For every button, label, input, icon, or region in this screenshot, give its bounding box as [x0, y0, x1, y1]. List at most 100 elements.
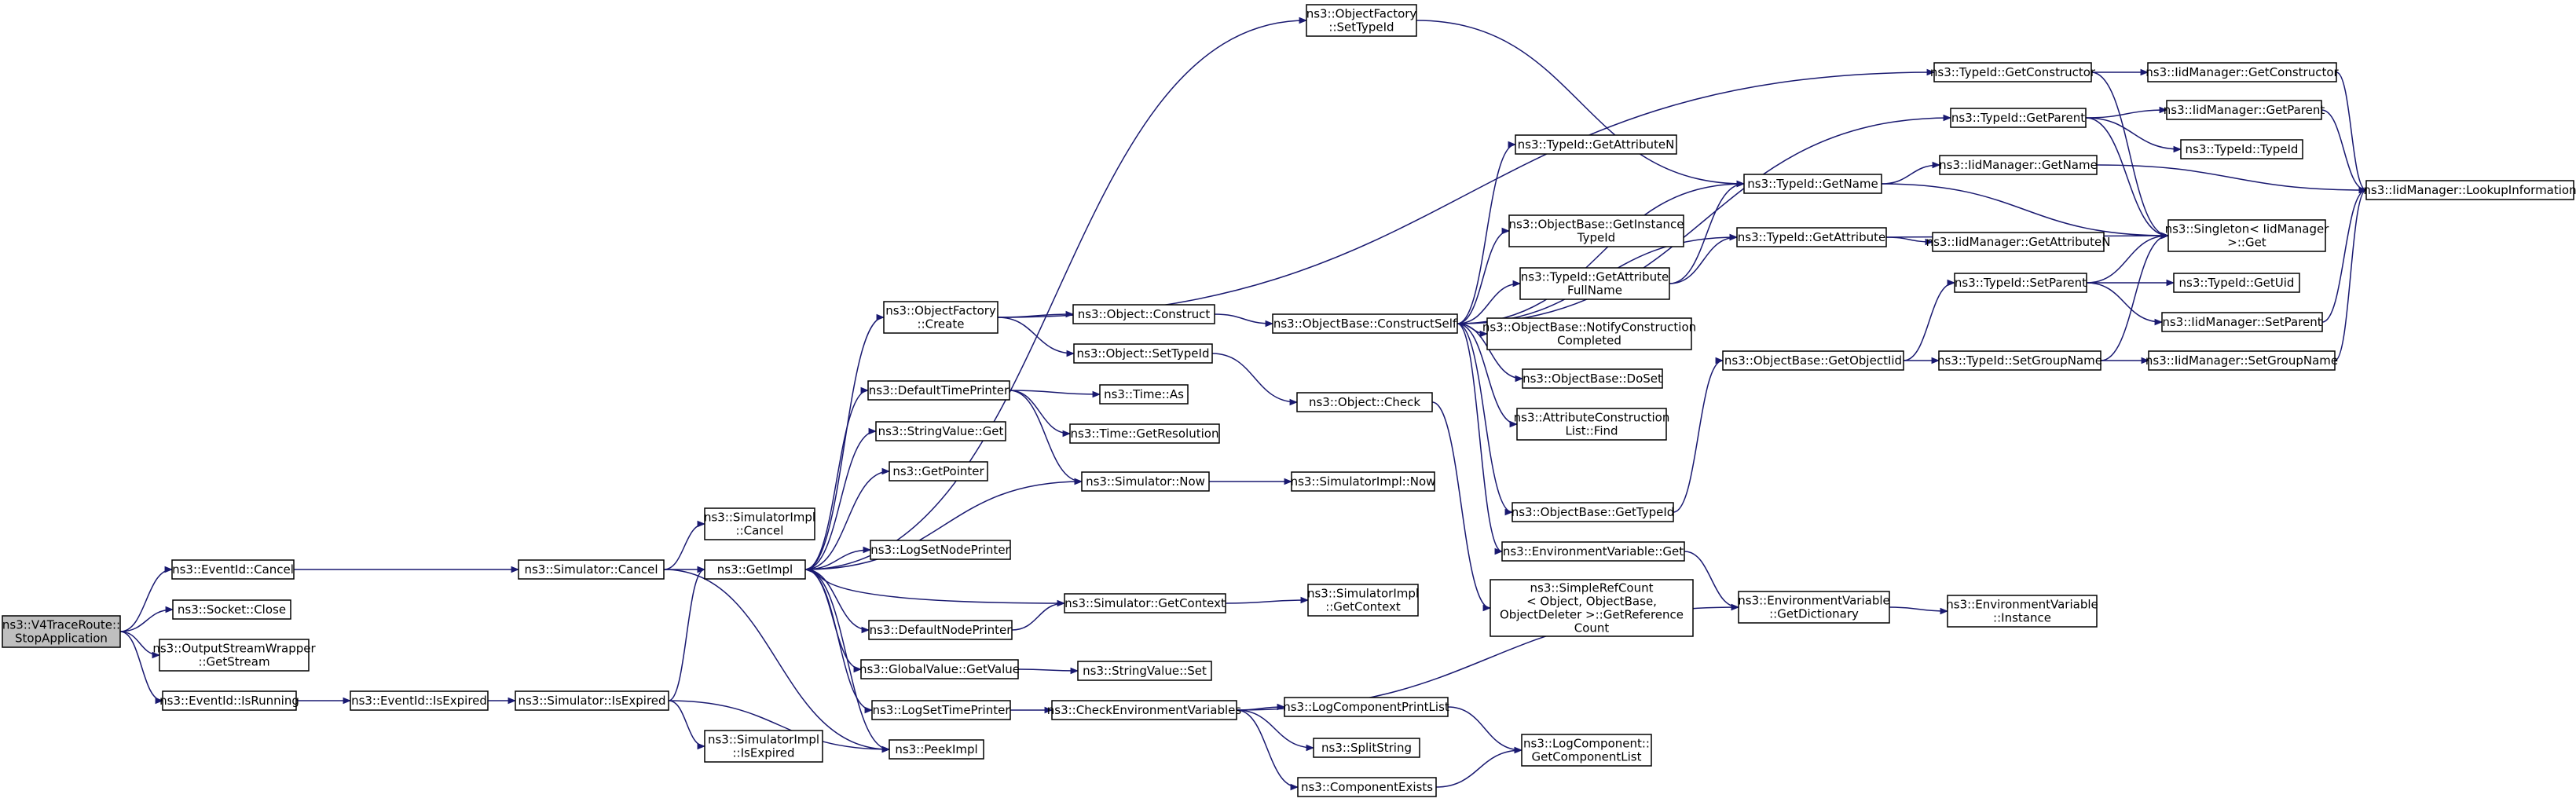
node-label: ns3::DefaultNodePrinter [870, 623, 1013, 637]
node-box [2180, 139, 2303, 159]
node-checkenvvars[interactable]: ns3::CheckEnvironmentVariables [1047, 700, 1242, 720]
node-iidm-setparent[interactable]: ns3::IidManager::SetParent [2161, 312, 2323, 332]
node-typeid-typeid[interactable]: ns3::TypeId::TypeId [2180, 139, 2303, 159]
edge-obj-check-to-simplerefcount [1431, 401, 1492, 612]
node-singleton-get[interactable]: ns3::Singleton< IidManager>::Get [2165, 219, 2330, 252]
node-logsetnodeprinter[interactable]: ns3::LogSetNodePrinter [870, 540, 1011, 560]
node-typeid-getname[interactable]: ns3::TypeId::GetName [1743, 174, 1882, 194]
node-label: ns3::SplitString [1321, 741, 1412, 755]
node-sim-getcontext[interactable]: ns3::Simulator::GetContext [1064, 593, 1226, 613]
node-splitstring[interactable]: ns3::SplitString [1313, 738, 1420, 758]
node-label: ns3::GetPointer [892, 464, 984, 478]
node-obj-construct[interactable]: ns3::Object::Construct [1072, 304, 1215, 324]
node-simimpl-now[interactable]: ns3::SimulatorImpl::Now [1291, 471, 1436, 492]
node-label: ns3::SimulatorImpl::Now [1291, 474, 1436, 489]
node-simplerefcount[interactable]: ns3::SimpleRefCount< Object, ObjectBase,… [1490, 579, 1694, 637]
node-ob-notifyconstructioncompleted[interactable]: ns3::ObjectBase::NotifyConstructionCompl… [1482, 317, 1696, 350]
node-box [1938, 350, 2101, 371]
node-typeid-setparent[interactable]: ns3::TypeId::SetParent [1954, 273, 2087, 293]
nodes-layer: ns3::V4TraceRoute::StopApplicationns3::E… [2, 4, 2576, 797]
node-label: StopApplication [15, 632, 108, 646]
node-ob-doset[interactable]: ns3::ObjectBase::DoSet [1522, 368, 1663, 389]
node-envvar-instance[interactable]: ns3::EnvironmentVariable::Instance [1946, 595, 2098, 628]
node-time-getresolution[interactable]: ns3::Time::GetResolution [1069, 423, 1220, 444]
edge-defaulttimeprinter-to-time-getresolution [1009, 390, 1072, 438]
edge-getimpl-to-logsettimeprinter [804, 569, 874, 714]
node-label: ns3::Simulator::Cancel [524, 562, 658, 577]
node-label: ns3::ObjectBase::NotifyConstruction [1482, 320, 1696, 335]
node-box [1736, 227, 1887, 247]
node-stringvalue-set[interactable]: ns3::StringValue::Set [1077, 661, 1212, 681]
node-iidm-getconstructor[interactable]: ns3::IidManager::GetConstructor [2145, 62, 2340, 82]
node-logcomponentprintlist[interactable]: ns3::LogComponentPrintList [1283, 697, 1449, 717]
node-typeid-getattribute[interactable]: ns3::TypeId::GetAttribute [1736, 227, 1887, 247]
edges-layer [119, 16, 2368, 791]
node-iidm-getname[interactable]: ns3::IidManager::GetName [1939, 155, 2098, 175]
node-box [1501, 541, 1685, 562]
node-eventid-isrunning[interactable]: ns3::EventId::IsRunning [159, 690, 299, 711]
node-ob-constructself[interactable]: ns3::ObjectBase::ConstructSelf [1272, 313, 1458, 334]
node-label: ::SetTypeId [1328, 20, 1394, 35]
node-stringvalue-get[interactable]: ns3::StringValue::Get [875, 421, 1006, 441]
node-iidm-lookupinformation[interactable]: ns3::IidManager::LookupInformation [2363, 180, 2576, 200]
node-typeid-getattributen[interactable]: ns3::TypeId::GetAttributeN [1515, 134, 1677, 155]
edge-sim-getcontext-to-getimpl [804, 566, 1065, 604]
node-logsettimeprinter[interactable]: ns3::LogSetTimePrinter [871, 700, 1011, 720]
node-iidm-setgroupname[interactable]: ns3::IidManager::SetGroupName [2145, 350, 2338, 371]
node-envvar-get[interactable]: ns3::EnvironmentVariable::Get [1501, 541, 1685, 562]
node-label: < Object, ObjectBase, [1526, 595, 1657, 609]
node-label: ns3::EnvironmentVariable [1946, 598, 2098, 612]
node-typeid-getuid[interactable]: ns3::TypeId::GetUid [2173, 273, 2300, 293]
node-socket-close[interactable]: ns3::Socket::Close [172, 599, 291, 620]
node-defaulttimeprinter[interactable]: ns3::DefaultTimePrinter [867, 380, 1010, 401]
node-eventid-cancel[interactable]: ns3::EventId::Cancel [171, 559, 295, 580]
node-typeid-setgroupname[interactable]: ns3::TypeId::SetGroupName [1937, 350, 2102, 371]
node-sim-now[interactable]: ns3::Simulator::Now [1081, 471, 1210, 492]
node-box [1738, 591, 1890, 624]
edge-root-to-eventid-cancel [119, 566, 174, 632]
node-componentexists[interactable]: ns3::ComponentExists [1297, 777, 1437, 797]
node-lc-getcomponentlist[interactable]: ns3::LogComponent::GetComponentList [1521, 734, 1652, 767]
node-of-settypeid[interactable]: ns3::ObjectFactory::SetTypeId [1306, 4, 1417, 37]
node-box [2365, 180, 2574, 200]
edge-checkenvvars-to-splitstring [1236, 709, 1315, 752]
node-eventid-isexpired[interactable]: ns3::EventId::IsExpired [350, 690, 489, 711]
node-box [704, 507, 815, 540]
edge-typeid-setparent-to-singleton-get [2086, 232, 2170, 284]
node-getimpl[interactable]: ns3::GetImpl [704, 559, 806, 580]
node-label: ns3::IidManager::SetParent [2162, 315, 2321, 329]
node-of-create[interactable]: ns3::ObjectFactory::Create [883, 301, 999, 334]
node-sim-cancel[interactable]: ns3::Simulator::Cancel [518, 559, 665, 580]
node-gv-getvalue[interactable]: ns3::GlobalValue::GetValue [859, 659, 1020, 679]
node-ob-gettypeid[interactable]: ns3::ObjectBase::GetTypeId [1512, 502, 1675, 522]
node-ob-getobjectiid[interactable]: ns3::ObjectBase::GetObjectIid [1722, 350, 1904, 371]
node-obj-settypeid[interactable]: ns3::Object::SetTypeId [1073, 343, 1213, 364]
node-iidm-getparent[interactable]: ns3::IidManager::GetParent [2164, 100, 2325, 120]
node-label: ns3::ObjectFactory [1306, 7, 1417, 21]
node-defaultnodeprinter[interactable]: ns3::DefaultNodePrinter [868, 620, 1013, 640]
node-simimpl-isexpired[interactable]: ns3::SimulatorImpl::IsExpired [704, 730, 823, 763]
node-label: ns3::Simulator::GetContext [1064, 596, 1226, 610]
node-sim-isexpired[interactable]: ns3::Simulator::IsExpired [515, 690, 669, 711]
node-box [1297, 777, 1437, 797]
node-envvar-getdictionary[interactable]: ns3::EnvironmentVariable::GetDictionary [1738, 591, 1890, 624]
node-typeid-getparent[interactable]: ns3::TypeId::GetParent [1950, 108, 2087, 128]
edge-getimpl-to-getpointer [804, 467, 891, 570]
node-label: ns3::EventId::IsRunning [159, 694, 299, 708]
edge-ob-constructself-to-typeid-getattributefullname [1457, 280, 1522, 324]
node-simimpl-cancel[interactable]: ns3::SimulatorImpl::Cancel [704, 507, 815, 540]
node-label: ns3::IidManager::LookupInformation [2363, 183, 2576, 197]
node-simimpl-getcontext[interactable]: ns3::SimulatorImpl::GetContext [1307, 584, 1419, 617]
node-root[interactable]: ns3::V4TraceRoute::StopApplication [2, 615, 121, 648]
node-label: ns3::TypeId::SetParent [1955, 276, 2087, 290]
node-obj-check[interactable]: ns3::Object::Check [1296, 392, 1433, 412]
node-getpointer[interactable]: ns3::GetPointer [889, 461, 988, 482]
node-time-as[interactable]: ns3::Time::As [1099, 384, 1189, 405]
node-osw-getstream[interactable]: ns3::OutputStreamWrapper::GetStream [152, 639, 316, 672]
node-iidm-getattributen[interactable]: ns3::IidManager::GetAttributeN [1926, 232, 2111, 252]
node-typeid-getconstructor[interactable]: ns3::TypeId::GetConstructor [1930, 62, 2096, 82]
node-peekimpl[interactable]: ns3::PeekImpl [889, 739, 984, 760]
